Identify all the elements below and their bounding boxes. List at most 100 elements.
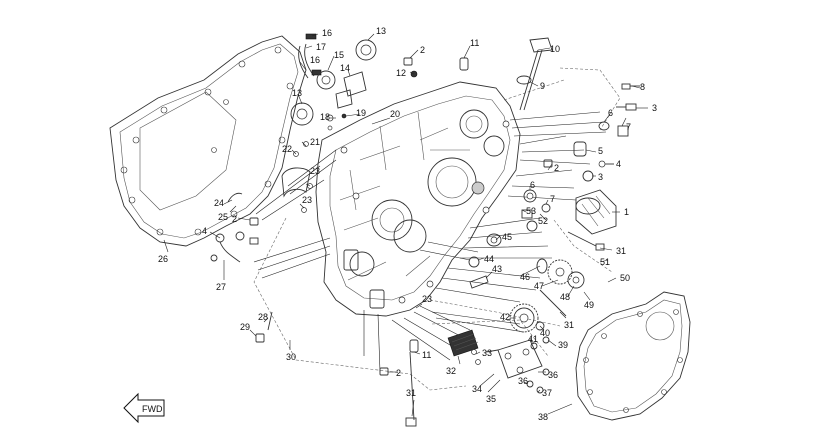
callout-36: 36 <box>518 376 528 386</box>
parts-39-41 <box>530 321 550 350</box>
bolt-31-right <box>567 231 605 251</box>
right-cover-gasket <box>575 291 691 421</box>
bearing-13-left <box>290 102 314 126</box>
callout-52: 52 <box>538 216 548 226</box>
callout-15: 15 <box>334 50 344 60</box>
callout-44: 44 <box>484 254 494 264</box>
bolt-2-bottom <box>379 367 389 376</box>
bearing-13-upper <box>355 39 377 61</box>
o-ring-9 <box>516 75 532 85</box>
leader-lines <box>253 111 607 373</box>
callout-53: 53 <box>526 206 536 216</box>
callout-46: 46 <box>520 272 530 282</box>
callout-1: 1 <box>624 207 629 217</box>
callout-14: 14 <box>340 63 350 73</box>
callout-21: 21 <box>310 137 320 147</box>
callout-19: 19 <box>356 108 366 118</box>
washer-46 <box>536 258 548 274</box>
callout-40: 40 <box>540 328 550 338</box>
callout-34: 34 <box>472 384 482 394</box>
callout-4: 4 <box>202 226 207 236</box>
washer-6-upper <box>598 121 610 131</box>
callout-27: 27 <box>216 282 226 292</box>
clip-25 <box>227 192 243 203</box>
callout-22: 22 <box>282 144 292 154</box>
callout-7: 7 <box>550 194 555 204</box>
left-crankcase-gasket <box>109 35 307 247</box>
callout-leaders <box>163 33 648 417</box>
callout-23: 23 <box>310 166 320 176</box>
dipstick-10 <box>519 37 553 111</box>
callout-12: 12 <box>396 68 406 78</box>
bolt-29 <box>255 333 265 343</box>
breather-hose <box>298 33 322 79</box>
callout-28: 28 <box>258 312 268 322</box>
callout-43: 43 <box>492 264 502 274</box>
oil-screen-32 <box>447 329 479 357</box>
bearing-24 <box>281 167 311 198</box>
callout-2: 2 <box>232 214 237 224</box>
callout-16: 16 <box>310 55 320 65</box>
fwd-label: FWD <box>142 404 163 414</box>
shaft-14 <box>335 71 367 109</box>
callout-9: 9 <box>540 81 545 91</box>
callout-33: 33 <box>482 348 492 358</box>
callout-13: 13 <box>376 26 386 36</box>
callout-20: 20 <box>390 109 400 119</box>
callout-49: 49 <box>584 300 594 310</box>
callout-45: 45 <box>502 232 512 242</box>
callout-47: 47 <box>534 281 544 291</box>
callout-42: 42 <box>500 312 510 322</box>
assembly-outline-lines <box>253 67 621 391</box>
callout-8: 8 <box>640 82 645 92</box>
sprocket-44 <box>468 256 480 268</box>
bolt-31-bottom <box>405 351 417 427</box>
callout-38: 38 <box>538 412 548 422</box>
bearing-15 <box>316 70 336 90</box>
crankcase-assembly <box>315 81 521 317</box>
bolt-8 <box>621 83 640 90</box>
callout-13: 13 <box>292 88 302 98</box>
chain-guide-43 <box>469 275 489 289</box>
bushing-45 <box>486 233 502 247</box>
callout-23: 23 <box>302 195 312 205</box>
callout-31: 31 <box>564 320 574 330</box>
oil-filter-1 <box>575 189 617 235</box>
callout-6: 6 <box>530 180 535 190</box>
oil-pump-34 <box>485 339 543 379</box>
callout-29: 29 <box>240 322 250 332</box>
callout-6: 6 <box>608 108 613 118</box>
callout-50: 50 <box>620 273 630 283</box>
callout-30: 30 <box>286 352 296 362</box>
callout-3: 3 <box>652 103 657 113</box>
callout-11: 11 <box>422 350 431 360</box>
callout-23: 23 <box>422 294 432 304</box>
callout-11: 11 <box>470 38 479 48</box>
bolt-31-mid <box>539 289 567 317</box>
forward-direction-arrow: FWD <box>123 392 165 424</box>
callout-25: 25 <box>218 212 228 222</box>
callout-35: 35 <box>486 394 496 404</box>
bolt-4-right <box>598 160 614 168</box>
dowel-11-lower <box>409 339 419 353</box>
callout-10: 10 <box>550 44 560 54</box>
bolt-2-left <box>249 217 259 226</box>
bolt-3-lower <box>582 170 594 182</box>
callout-31: 31 <box>406 388 416 398</box>
callout-51: 51 <box>600 257 610 267</box>
callout-4: 4 <box>616 159 621 169</box>
gear-48 <box>567 271 585 289</box>
bolt-2-right <box>543 159 553 168</box>
callout-24: 24 <box>214 198 224 208</box>
stud-28 <box>267 311 273 331</box>
callout-16: 16 <box>322 28 332 38</box>
callout-17: 17 <box>316 42 326 52</box>
callout-26: 26 <box>158 254 168 264</box>
callout-41: 41 <box>528 334 538 344</box>
callout-18: 18 <box>320 112 330 122</box>
callout-37: 37 <box>542 388 552 398</box>
callout-31: 31 <box>616 246 626 256</box>
callout-7: 7 <box>626 122 631 132</box>
callout-39: 39 <box>558 340 568 350</box>
